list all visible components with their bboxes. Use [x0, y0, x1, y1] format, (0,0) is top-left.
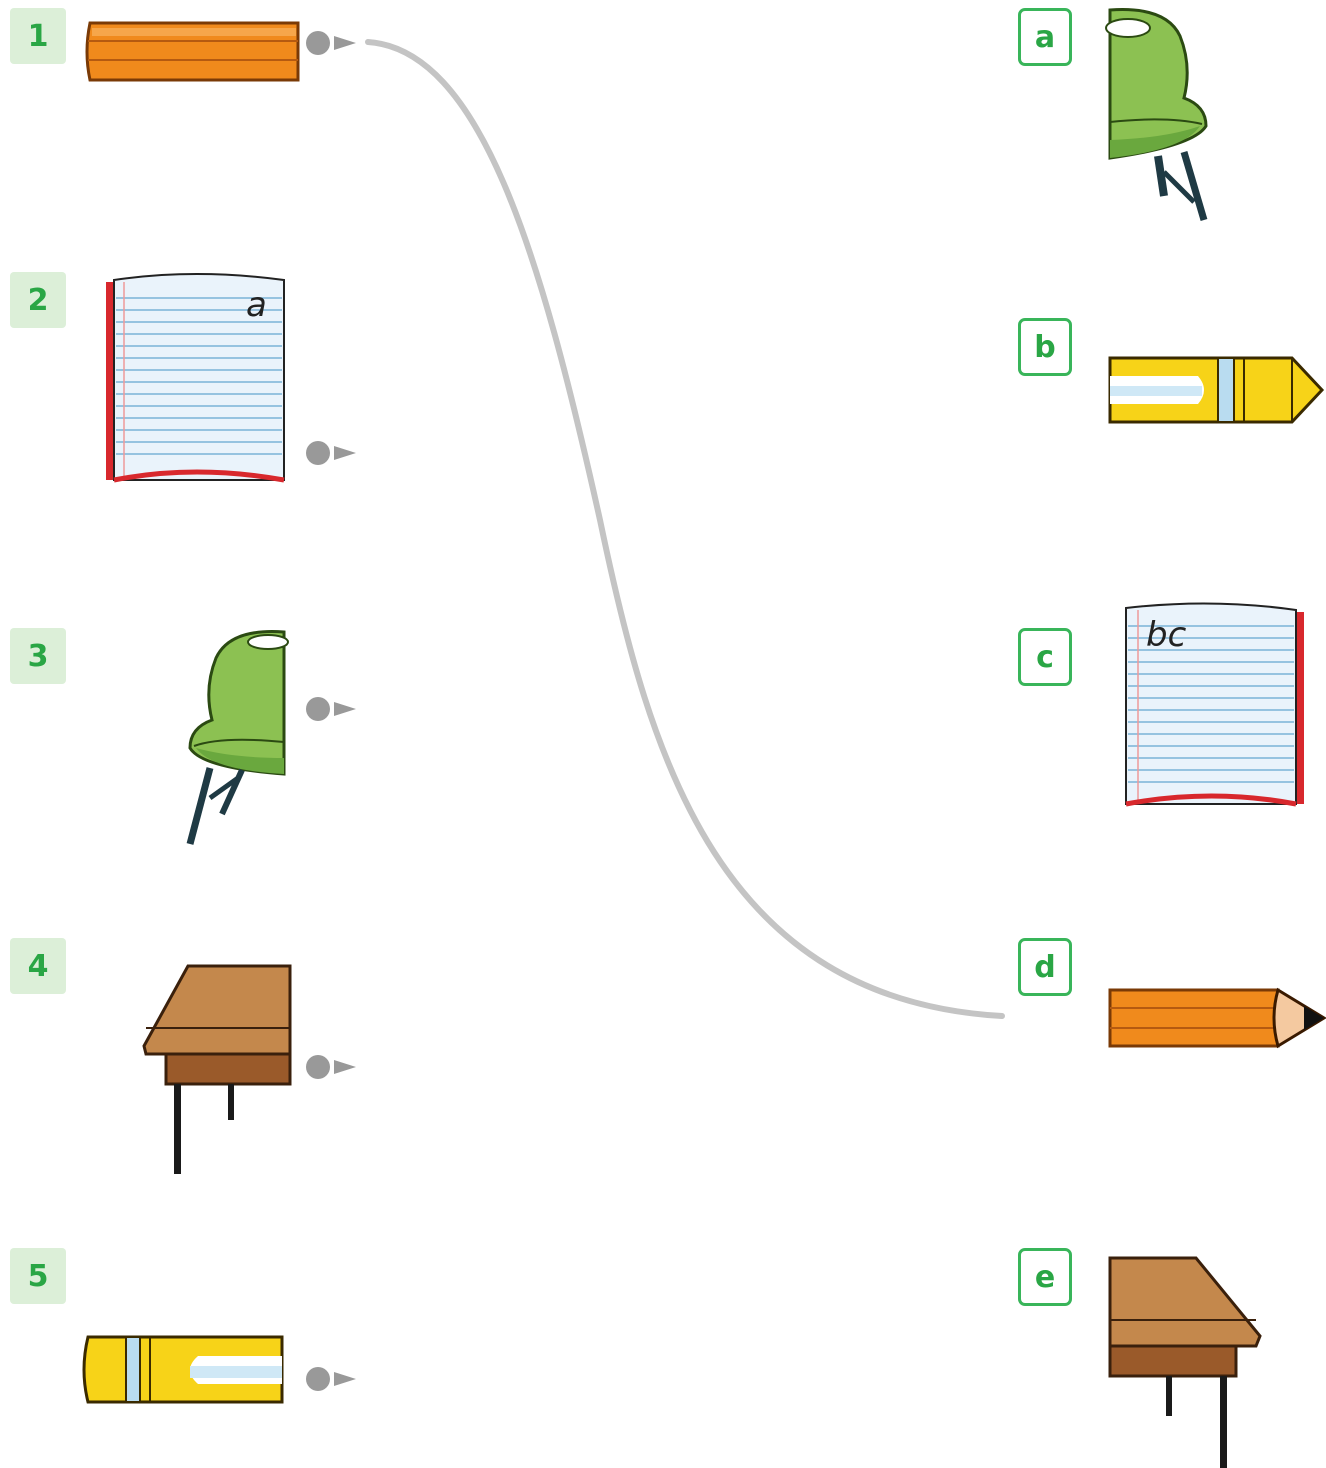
connector-dot-3[interactable] — [304, 694, 360, 724]
number-box-2: 2 — [10, 272, 66, 328]
desk-icon — [140, 962, 294, 1178]
connector-dot-4[interactable] — [304, 1052, 360, 1082]
chair-icon — [182, 628, 292, 850]
rubber-icon — [1106, 354, 1326, 428]
number-box-5: 5 — [10, 1248, 66, 1304]
number-box-3: 3 — [10, 628, 66, 684]
connector-dot-1[interactable] — [304, 28, 360, 58]
letter-box-b[interactable]: b — [1018, 318, 1072, 376]
letter-box-a[interactable]: a — [1018, 8, 1072, 66]
number-box-4: 4 — [10, 938, 66, 994]
letter-box-c[interactable]: c — [1018, 628, 1072, 686]
connector-dot-2[interactable] — [304, 438, 360, 468]
book-icon: a — [100, 268, 292, 486]
rubber-icon — [78, 1332, 286, 1408]
desk-icon — [1106, 1254, 1266, 1468]
number-box-1: 1 — [10, 8, 66, 64]
letter-box-d[interactable]: d — [1018, 938, 1072, 996]
pencil-icon — [80, 20, 302, 84]
book-handwriting: a — [246, 285, 267, 325]
connector-dot-5[interactable] — [304, 1364, 360, 1394]
book-handwriting: bc — [1146, 615, 1187, 655]
chair-icon — [1106, 6, 1216, 228]
pencil-icon — [1106, 986, 1326, 1052]
book-icon: bc — [1120, 598, 1310, 810]
letter-box-e[interactable]: e — [1018, 1248, 1072, 1306]
